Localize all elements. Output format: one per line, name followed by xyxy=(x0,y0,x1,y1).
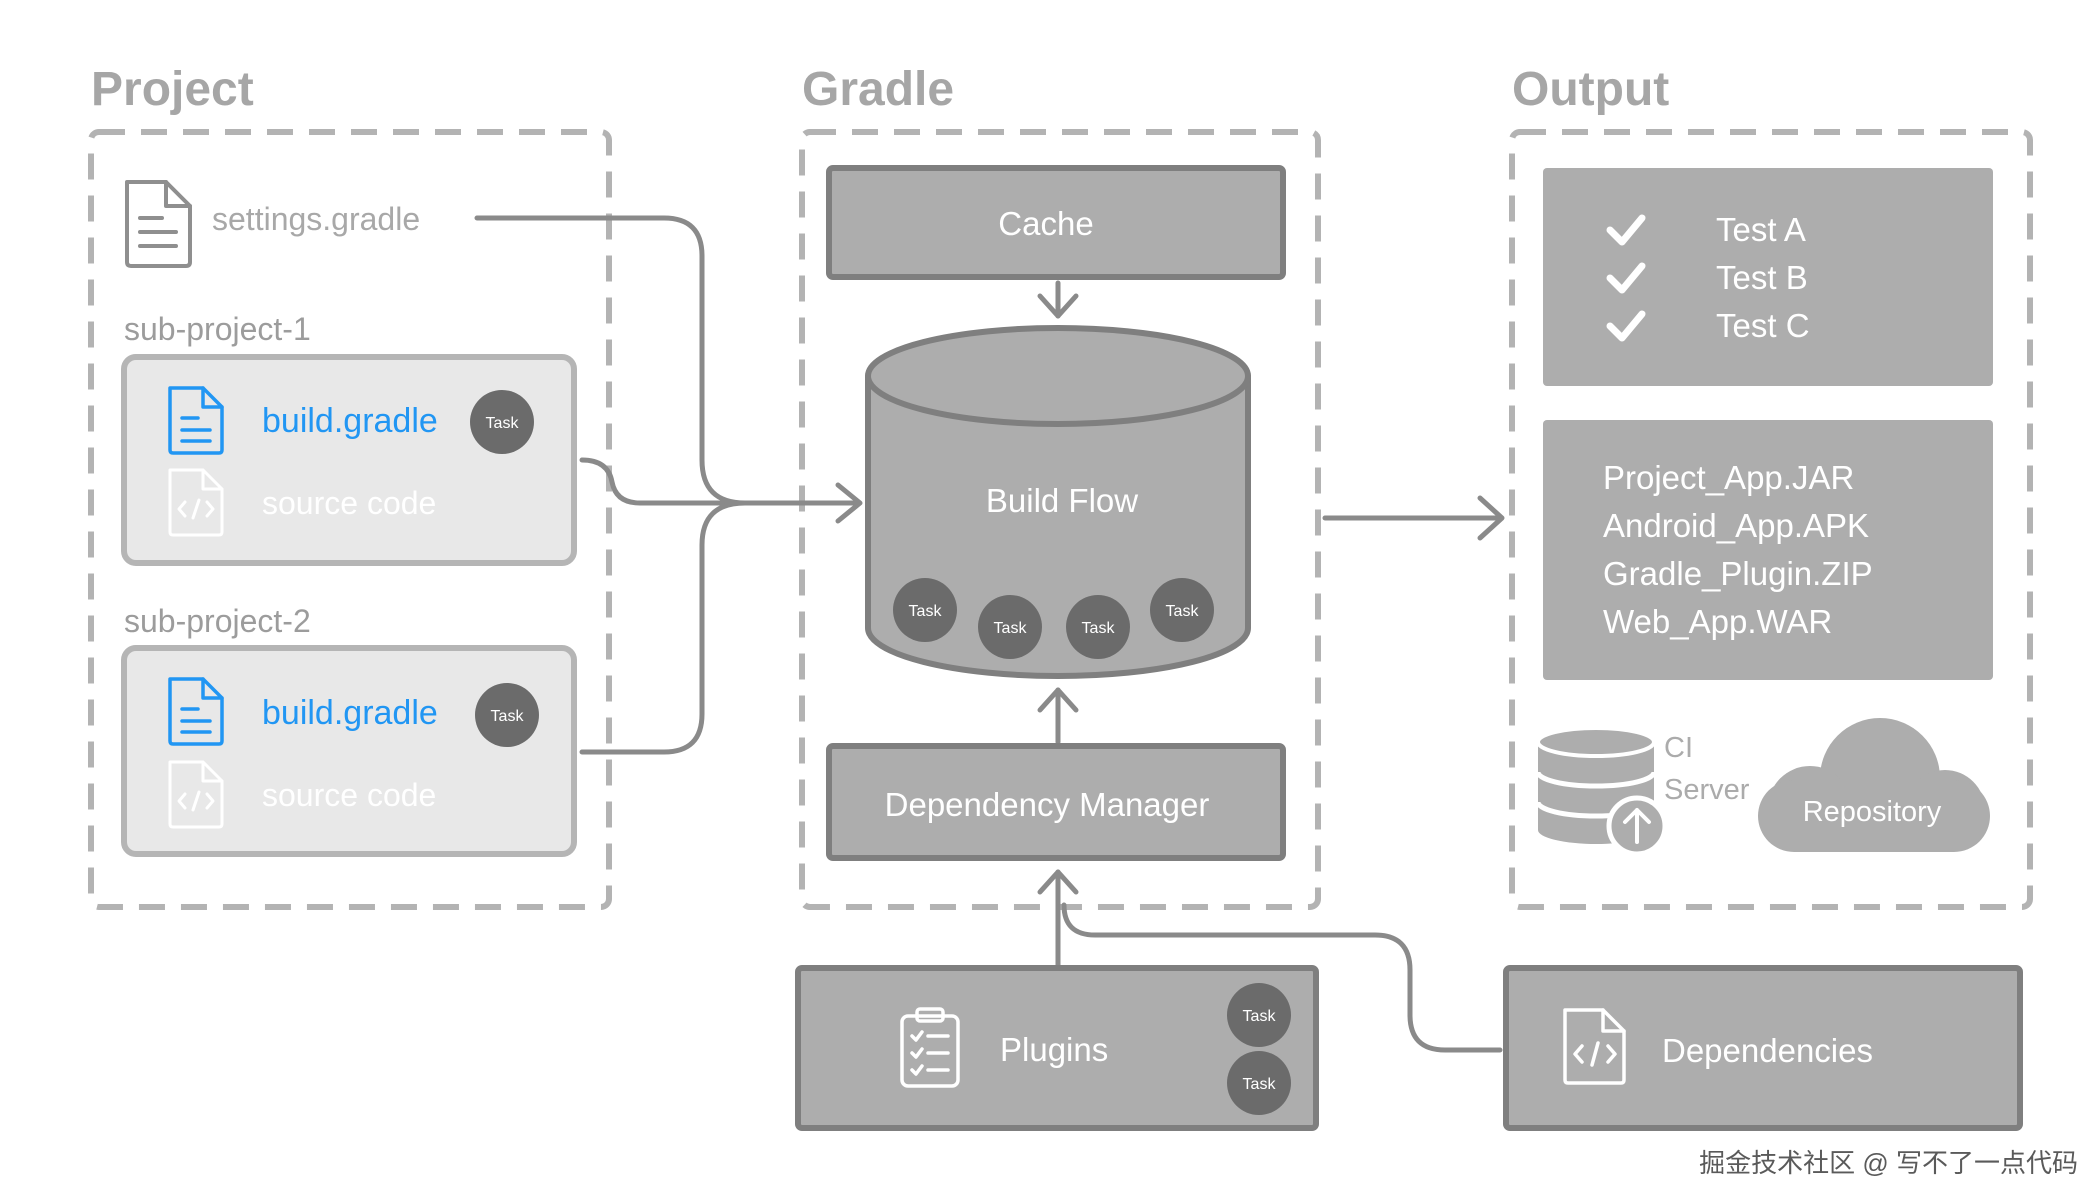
artifacts-box xyxy=(1543,420,1993,680)
task-badge-sp2 xyxy=(475,683,539,747)
depmgr-bottom-arrowhead xyxy=(1037,869,1079,895)
output-section-title: Output xyxy=(1512,63,1669,116)
checkmark-icon xyxy=(1606,262,1646,294)
test-a-label: Test A xyxy=(1716,211,1806,248)
dependency-manager-label: Dependency Manager xyxy=(885,786,1210,823)
plugins-label: Plugins xyxy=(1000,1031,1108,1068)
artifact-label: Web_App.WAR xyxy=(1603,603,1832,640)
gradle-section-title: Gradle xyxy=(802,63,954,116)
dependencies-label: Dependencies xyxy=(1662,1032,1873,1069)
build-flow-task-label: Task xyxy=(909,603,943,620)
cloud-icon xyxy=(1758,718,1990,852)
task-badge-sp1-label: Task xyxy=(486,415,520,432)
project-container xyxy=(88,129,612,910)
settings-file-icon xyxy=(125,180,192,268)
build-gradle-2-icon xyxy=(168,677,224,746)
artifact-label: Gradle_Plugin.ZIP xyxy=(1603,555,1873,592)
subproject-2-label: sub-project-2 xyxy=(124,603,311,639)
build-flow-task-label: Task xyxy=(1082,620,1116,637)
output-arrowhead xyxy=(1477,495,1505,541)
settings-connector xyxy=(474,215,748,506)
database-upload-icon xyxy=(1535,726,1668,857)
test-b-label: Test B xyxy=(1716,259,1808,296)
build-flow-task-badge xyxy=(893,578,957,642)
subproject-1-label: sub-project-1 xyxy=(124,311,311,347)
repository-label: Repository xyxy=(1803,796,1942,828)
cache-arrowhead xyxy=(1037,293,1079,319)
build-gradle-1-icon xyxy=(168,386,224,455)
source-code-1-label: source code xyxy=(262,485,436,521)
build-flow-label: Build Flow xyxy=(986,482,1138,519)
dependencies-connector xyxy=(1061,902,1503,1053)
ci-server-label-line2: Server xyxy=(1664,774,1750,806)
test-c-label: Test C xyxy=(1716,307,1810,344)
task-badge-sp1 xyxy=(470,390,534,454)
build-gradle-1-label: build.gradle xyxy=(262,402,438,440)
build-gradle-2-label: build.gradle xyxy=(262,694,438,732)
watermark: 掘金技术社区 @ 写不了一点代码 xyxy=(1699,1148,2078,1178)
build-flow-task-badge xyxy=(978,595,1042,659)
clipboard-checklist-icon xyxy=(900,1007,960,1088)
source-code-2-label: source code xyxy=(262,777,436,813)
subproject1-connector xyxy=(579,457,861,506)
build-flow-arrowhead xyxy=(835,482,863,524)
task-badge-sp2-label: Task xyxy=(491,708,525,725)
checkmark-icon xyxy=(1606,310,1646,342)
build-flow-task-label: Task xyxy=(994,620,1028,637)
build-flow-task-badge xyxy=(1150,578,1214,642)
cache-box xyxy=(826,165,1286,280)
plugin-task-label: Task xyxy=(1243,1008,1277,1025)
dependencies-code-file-icon xyxy=(1563,1008,1626,1085)
depmgr-up-arrowhead xyxy=(1037,687,1079,713)
test-results-box xyxy=(1543,168,1993,386)
plugin-task-label: Task xyxy=(1243,1076,1277,1093)
checkmark-icon xyxy=(1606,214,1646,246)
connectors xyxy=(474,215,1505,1053)
source-code-2-icon xyxy=(168,760,224,829)
checkmark-icons xyxy=(1606,214,1646,342)
dependencies-box xyxy=(1503,965,2023,1131)
project-section-title: Project xyxy=(91,63,254,116)
settings-file-label: settings.gradle xyxy=(212,201,420,237)
ci-server-label-line1: CI xyxy=(1664,732,1693,764)
subproject-2-box xyxy=(121,645,577,857)
subproject-1-box xyxy=(121,354,577,566)
subproject2-connector xyxy=(579,500,748,755)
build-flow-task-badge xyxy=(1066,595,1130,659)
artifact-label: Android_App.APK xyxy=(1603,507,1869,544)
plugin-task-badge xyxy=(1227,983,1291,1047)
plugin-task-badge xyxy=(1227,1051,1291,1115)
build-flow-task-label: Task xyxy=(1166,603,1200,620)
output-container xyxy=(1509,129,2033,910)
artifact-label: Project_App.JAR xyxy=(1603,459,1854,496)
source-code-1-icon xyxy=(168,468,224,537)
dependency-manager-box xyxy=(826,743,1286,861)
cache-label: Cache xyxy=(998,205,1093,242)
